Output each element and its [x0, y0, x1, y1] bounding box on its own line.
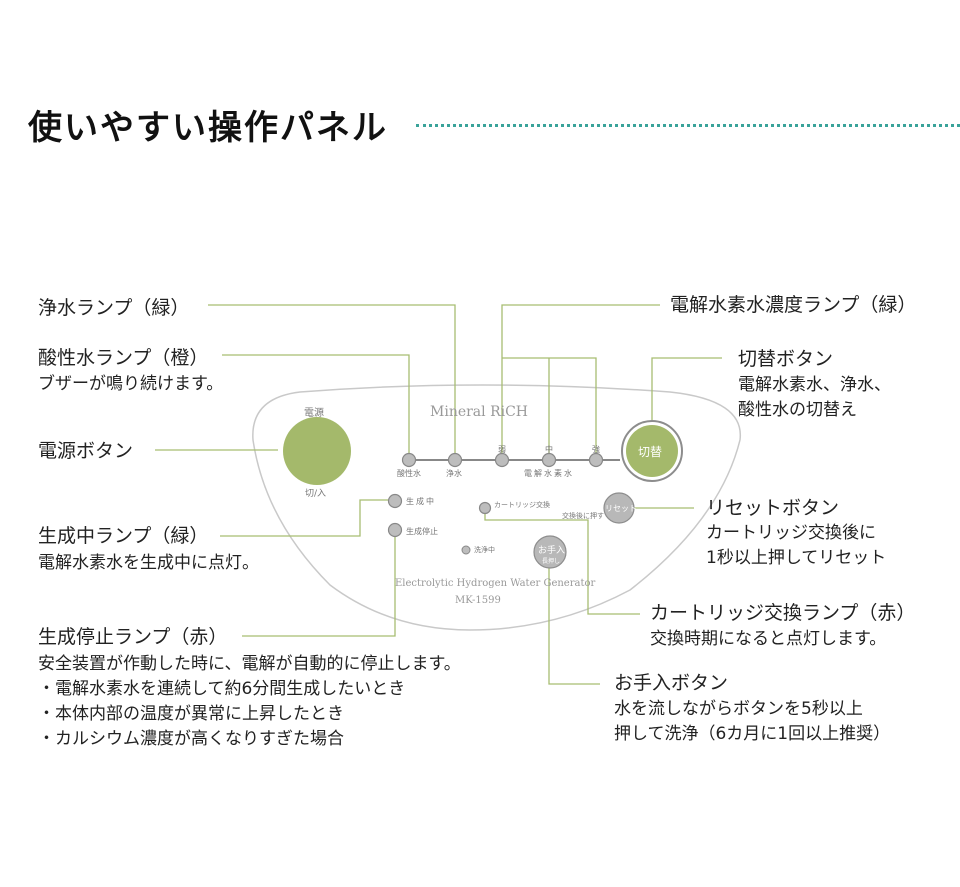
lamp-sansei-label: 酸性水 — [397, 469, 421, 478]
switch-button-label: 切替 — [638, 445, 663, 459]
leader-stop — [242, 530, 396, 637]
lamp-clean — [461, 545, 471, 555]
callout-clean-desc: 押して洗浄（6カ月に1回以上推奨） — [614, 724, 891, 744]
stop-label: 生成停止 — [406, 527, 438, 536]
lamp-strong-label: 強 — [592, 445, 600, 454]
lamp-jousui-label: 浄水 — [446, 469, 462, 478]
callout-clean-desc: 水を流しながらボタンを5秒以上 — [614, 699, 863, 719]
callout-stop-bullet: ・カルシウム濃度が高くなりすぎた場合 — [38, 729, 344, 749]
leader-density — [501, 304, 660, 458]
switch-button — [626, 425, 678, 477]
callout-seisei-title: 生成中ランプ（緑） — [38, 525, 209, 547]
lamp-mid — [541, 452, 557, 468]
lamp-jousui — [447, 452, 463, 468]
callout-sansei-title: 酸性水ランプ（橙） — [38, 347, 209, 369]
clean-lamp-label: 洗浄中 — [474, 546, 495, 554]
leader-jousui — [208, 304, 456, 458]
callout-stop-desc: 安全装置が作動した時に、電解が自動的に停止します。 — [38, 654, 461, 674]
clean-button — [533, 535, 567, 569]
clean-button-sub: 長押し — [542, 558, 561, 565]
callout-sansei-desc: ブザーが鳴り続けます。 — [38, 374, 224, 394]
lamp-seisei — [387, 493, 403, 509]
reset-hint: 交換後に押す — [562, 512, 604, 520]
callout-jousui-title: 浄水ランプ（緑） — [38, 297, 190, 319]
lamp-weak-label: 弱 — [498, 445, 506, 454]
brand-name: Mineral RiCH — [430, 404, 529, 420]
callout-stop-bullet: ・電解水素水を連続して約6分間生成したいとき — [38, 679, 406, 699]
callout-reset-desc: 1秒以上押してリセット — [706, 548, 887, 568]
lamp-strong — [588, 452, 604, 468]
callout-switch-title: 切替ボタン — [738, 348, 834, 370]
callout-power-title: 電源ボタン — [38, 440, 134, 462]
callout-switch-desc: 電解水素水、浄水、 — [738, 375, 891, 395]
lamp-denkai-label: 電解水素水 — [524, 469, 574, 478]
callout-stop-title: 生成停止ランプ（赤） — [38, 626, 228, 648]
leader-density-branch — [502, 357, 597, 458]
lamp-cartridge — [478, 501, 492, 515]
lamp-sansei — [401, 452, 417, 468]
callout-reset-title: リセットボタン — [706, 497, 840, 519]
page-title: 使いやすい操作パネル — [28, 108, 388, 148]
leader-seisei — [220, 499, 388, 537]
power-switch-label: 切/入 — [305, 489, 327, 499]
power-button — [283, 417, 351, 485]
leader-switch — [651, 357, 722, 432]
clean-button-label: お手入 — [538, 546, 566, 556]
leader-sansei — [222, 354, 410, 458]
callout-switch-desc: 酸性水の切替え — [738, 400, 857, 420]
cartridge-label: カートリッジ交換 — [494, 501, 550, 509]
callout-cartridge-desc: 交換時期になると点灯します。 — [650, 629, 887, 649]
lamp-weak — [494, 452, 510, 468]
power-label: 電源 — [304, 408, 324, 419]
callout-cartridge-title: カートリッジ交換ランプ（赤） — [650, 602, 916, 624]
callout-reset-desc: カートリッジ交換後に — [706, 523, 876, 543]
panel-subtitle: Electrolytic Hydrogen Water Generator — [395, 578, 596, 589]
panel-outline — [252, 384, 741, 631]
reset-button — [603, 492, 635, 524]
leader-clean — [548, 560, 600, 685]
callout-density-title: 電解水素水濃度ランプ（緑） — [670, 294, 917, 316]
panel-model: MK-1599 — [455, 595, 501, 606]
callout-clean-title: お手入ボタン — [614, 672, 729, 694]
reset-button-label: リセット — [605, 504, 637, 513]
title-dotted-rule — [416, 124, 960, 127]
callout-seisei-desc: 電解水素水を生成中に点灯。 — [38, 553, 259, 573]
leader-cartridge — [484, 508, 640, 615]
lamp-mid-label: 中 — [545, 445, 553, 454]
callout-stop-bullet: ・本体内部の温度が異常に上昇したとき — [38, 704, 344, 724]
seisei-label: 生成中 — [406, 497, 436, 506]
leader-lines — [155, 304, 722, 685]
lamp-stop — [387, 522, 403, 538]
